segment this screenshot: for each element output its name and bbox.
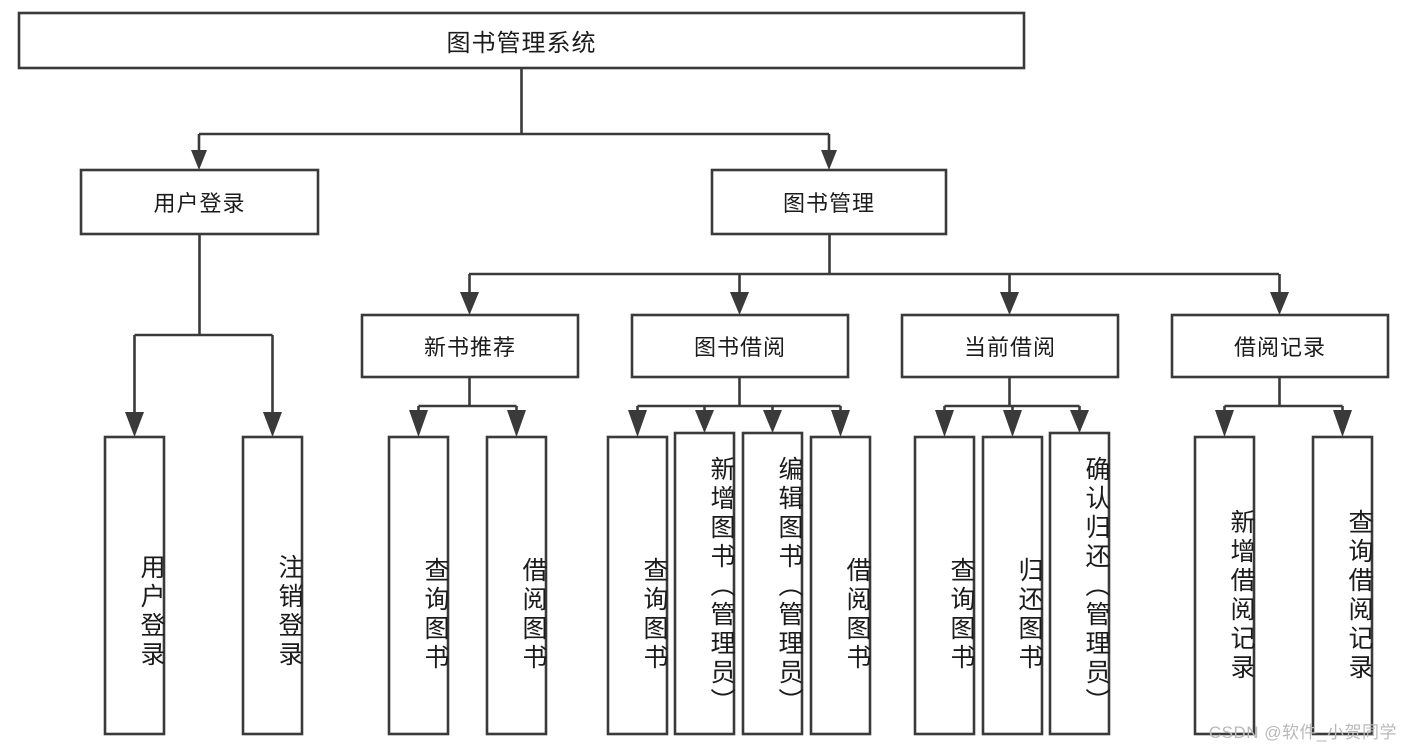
node-box-leaf-borrow-query-book[interactable] bbox=[606, 435, 669, 736]
node-box-leaf-cur-query-book[interactable] bbox=[913, 435, 976, 736]
node-box-leaf-borrow-borrow-book[interactable] bbox=[809, 435, 872, 736]
arrow-head-leaf-rec-add-record bbox=[1215, 410, 1234, 437]
arrow-head-leaf-rec-query-book bbox=[409, 410, 428, 437]
node-box-borrow-record[interactable] bbox=[1170, 313, 1390, 379]
arrow-head-book-borrow bbox=[730, 292, 749, 315]
arrow-head-book-manage bbox=[821, 150, 837, 170]
arrow-head-leaf-user-login bbox=[125, 412, 144, 437]
node-box-leaf-user-login[interactable] bbox=[103, 435, 166, 736]
node-box-current-borrow[interactable] bbox=[900, 313, 1120, 379]
node-box-leaf-rec-borrow-book[interactable] bbox=[485, 435, 548, 736]
arrow-head-leaf-user-logout bbox=[263, 412, 282, 437]
arrow-head-leaf-cur-confirm-return bbox=[1070, 410, 1089, 433]
node-box-book-borrow[interactable] bbox=[630, 313, 850, 379]
node-box-user-login[interactable] bbox=[79, 168, 320, 236]
arrow-head-leaf-rec-query-record bbox=[1333, 410, 1352, 437]
arrow-head-leaf-borrow-query-book bbox=[628, 410, 647, 437]
arrow-head-leaf-borrow-add-book bbox=[695, 410, 714, 433]
node-box-leaf-cur-confirm-return[interactable] bbox=[1048, 431, 1111, 736]
node-box-leaf-rec-add-record[interactable] bbox=[1193, 435, 1256, 736]
arrow-head-leaf-cur-return-book bbox=[1003, 410, 1022, 437]
arrow-head-leaf-borrow-edit-book bbox=[763, 410, 782, 433]
node-box-leaf-cur-return-book[interactable] bbox=[981, 435, 1044, 736]
arrow-head-leaf-cur-query-book bbox=[935, 410, 954, 437]
arrow-head-borrow-record bbox=[1270, 292, 1289, 315]
arrow-head-current-borrow bbox=[1000, 292, 1019, 315]
node-box-leaf-user-logout[interactable] bbox=[241, 435, 304, 736]
node-box-book-manage[interactable] bbox=[710, 168, 948, 236]
arrow-head-leaf-rec-borrow-book bbox=[507, 410, 526, 437]
node-box-leaf-borrow-edit-book[interactable] bbox=[741, 431, 804, 736]
arrow-head-new-book-recommend bbox=[460, 292, 479, 315]
arrow-head-leaf-borrow-borrow-book bbox=[831, 410, 850, 437]
node-box-root[interactable] bbox=[17, 11, 1026, 70]
node-box-new-book-recommend[interactable] bbox=[360, 313, 580, 379]
node-box-leaf-rec-query-record[interactable] bbox=[1311, 435, 1374, 736]
node-box-leaf-rec-query-book[interactable] bbox=[387, 435, 450, 736]
node-box-leaf-borrow-add-book[interactable] bbox=[673, 431, 736, 736]
arrow-head-user-login bbox=[191, 150, 207, 170]
